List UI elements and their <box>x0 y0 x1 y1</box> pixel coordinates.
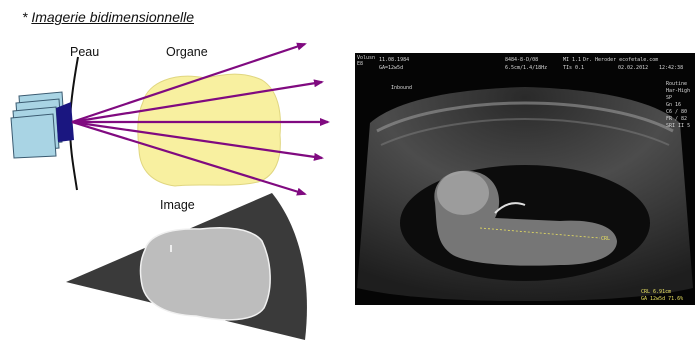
scan-marker: Inbound <box>391 85 412 91</box>
scan-setting-6: FR / 82 <box>666 116 687 122</box>
scan-setting-5: C6 / 80 <box>666 109 687 115</box>
scan-header-doctor: Dr. Heroder ecofetale.com <box>583 57 658 63</box>
scan-crl-label: CRL <box>601 236 610 242</box>
organ-shape <box>138 74 281 186</box>
scan-setting-4: Gn 16 <box>666 102 681 108</box>
scan-setting-7: SRI II 5 <box>666 123 690 129</box>
ultrasound-diagram <box>0 0 345 350</box>
transducer-head <box>56 102 74 142</box>
image-organ <box>141 228 271 320</box>
probe <box>11 92 65 158</box>
ultrasound-scan: Volusn E8 11.08.1984 GA=12w5d 8484-8-D/0… <box>355 53 695 305</box>
scan-setting-1: Routine <box>666 81 687 87</box>
scan-header-depth: 6.5cm/1.4/18Hz <box>505 65 547 71</box>
scan-header-mi: MI 1.1 <box>563 57 581 63</box>
scan-header-ga: GA=12w5d <box>379 65 403 71</box>
scan-header-tis: TIs 0.1 <box>563 65 584 71</box>
scan-measure-crl: CRL 6.91cm <box>641 289 671 295</box>
scan-setting-2: Har-High <box>666 88 690 94</box>
scan-header-probe: 8484-8-D/08 <box>505 57 538 63</box>
scan-measure-ga: GA 12w5d 71.6% <box>641 296 683 302</box>
scan-header-time: 12:42:38 <box>659 65 683 71</box>
scan-header-date-2: 02.02.2012 <box>618 65 648 71</box>
scan-setting-3: SP <box>666 95 672 101</box>
scan-left-panel-line-2: E8 <box>357 61 363 67</box>
scan-header-date: 11.08.1984 <box>379 57 409 63</box>
